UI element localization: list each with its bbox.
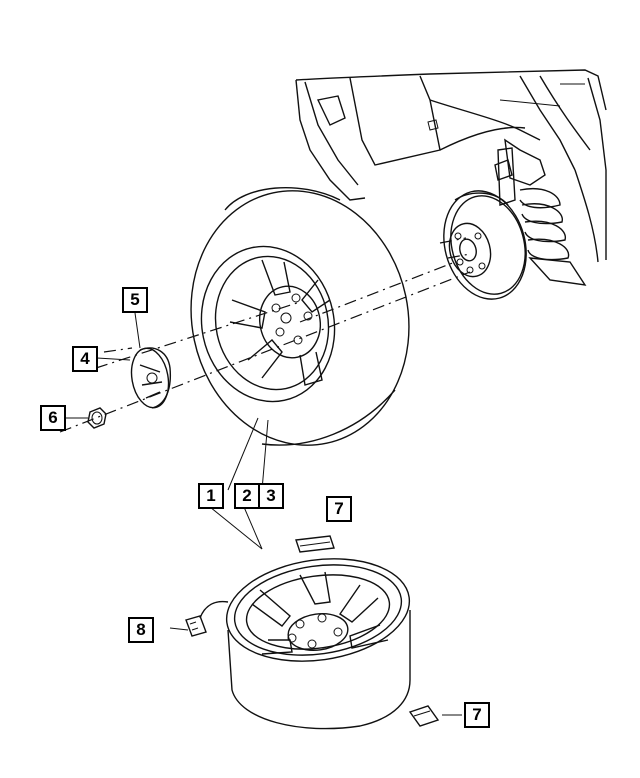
valve-stem	[185, 600, 229, 637]
vehicle-fender	[295, 69, 607, 263]
callout-1: 1	[198, 483, 224, 509]
center-cap	[130, 347, 172, 409]
callout-5: 5	[122, 287, 148, 313]
callout-8: 8	[128, 617, 154, 643]
balance-weights	[295, 535, 440, 727]
leader-lines	[66, 312, 462, 716]
callout-7-weight-top: 7	[326, 496, 352, 522]
alignment-centerlines	[59, 237, 471, 433]
callout-7-weight-bottom: 7	[464, 702, 490, 728]
brake-rotor-hub	[443, 190, 527, 300]
callout-6: 6	[40, 405, 66, 431]
callout-2: 2	[234, 483, 260, 509]
wheel-rim	[225, 558, 411, 730]
lug-nut	[87, 407, 107, 429]
suspension-strut	[494, 138, 587, 286]
callout-3: 3	[258, 483, 284, 509]
callout-4: 4	[72, 346, 98, 372]
tire-assembly	[190, 186, 410, 446]
